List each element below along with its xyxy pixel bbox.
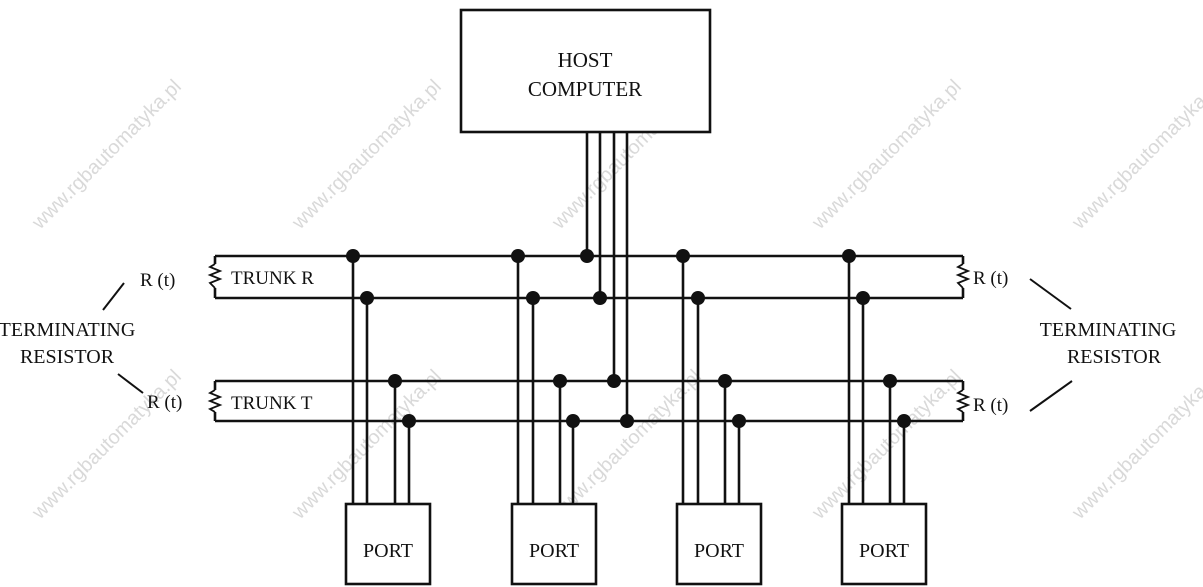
right-callout: TERMINATING RESISTOR xyxy=(1029,278,1177,412)
port-box xyxy=(840,502,928,586)
junction-dot xyxy=(593,291,607,305)
junction-dot xyxy=(842,249,856,263)
port-group-4: PORT xyxy=(840,256,928,586)
junction-dot xyxy=(897,414,911,428)
watermark: www.rgbautomatyka.pl xyxy=(1067,366,1203,525)
resistor-label-left-top: R (t) xyxy=(140,270,175,291)
junction-dot xyxy=(607,374,621,388)
trunk-t: TRUNK T xyxy=(207,379,971,423)
callout-leader xyxy=(102,282,125,311)
junction-dot xyxy=(566,414,580,428)
watermark: www.rgbautomatyka.pl xyxy=(1067,76,1203,235)
port-label: PORT xyxy=(529,540,579,562)
junction-dot xyxy=(402,414,416,428)
port-box xyxy=(675,502,763,586)
resistor-icon xyxy=(955,263,971,289)
watermark: www.rgbautomatyka.pl xyxy=(287,76,446,235)
terminating-resistor-label-line1: TERMINATING xyxy=(1040,319,1177,341)
port-box xyxy=(510,502,598,586)
port-group-1: PORT xyxy=(344,256,432,586)
host-label-line2: COMPUTER xyxy=(528,77,642,101)
left-callout: TERMINATING RESISTOR xyxy=(0,282,144,394)
port-group-2: PORT xyxy=(510,256,598,586)
resistor-icon xyxy=(207,263,223,289)
callout-leader xyxy=(117,373,144,394)
callout-leader xyxy=(1029,278,1072,310)
host-computer: HOST COMPUTER xyxy=(459,8,712,134)
watermark: www.rgbautomatyka.pl xyxy=(807,366,966,525)
resistor-labels: R (t) R (t) R (t) R (t) xyxy=(140,268,1008,416)
watermark: www.rgbautomatyka.pl xyxy=(27,366,186,525)
resistor-label-right-bottom: R (t) xyxy=(973,395,1008,416)
junction-dot xyxy=(856,291,870,305)
watermark: www.rgbautomatyka.pl xyxy=(27,76,186,235)
junction-dot xyxy=(620,414,634,428)
junction-dots xyxy=(346,249,911,428)
resistor-icon xyxy=(207,389,223,413)
junction-dot xyxy=(346,249,360,263)
port-label: PORT xyxy=(363,540,413,562)
junction-dot xyxy=(732,414,746,428)
port-label: PORT xyxy=(694,540,744,562)
port-group-3: PORT xyxy=(675,256,763,586)
terminating-resistor-label-line1: TERMINATING xyxy=(0,319,135,341)
host-label-line1: HOST xyxy=(558,48,613,72)
port-box xyxy=(344,502,432,586)
trunk-r-label: TRUNK R xyxy=(231,268,314,289)
junction-dot xyxy=(511,249,525,263)
resistor-label-right-top: R (t) xyxy=(973,268,1008,289)
resistor-icon xyxy=(955,389,971,413)
junction-dot xyxy=(883,374,897,388)
junction-dot xyxy=(580,249,594,263)
junction-dot xyxy=(388,374,402,388)
junction-dot xyxy=(360,291,374,305)
resistor-label-left-bottom: R (t) xyxy=(147,392,182,413)
junction-dot xyxy=(553,374,567,388)
junction-dot xyxy=(691,291,705,305)
terminating-resistor-label-line2: RESISTOR xyxy=(20,346,115,368)
terminating-resistor-label-line2: RESISTOR xyxy=(1067,346,1162,368)
port-label: PORT xyxy=(859,540,909,562)
host-computer-box xyxy=(459,8,712,134)
junction-dot xyxy=(676,249,690,263)
watermark: www.rgbautomatyka.pl xyxy=(807,76,966,235)
trunk-t-label: TRUNK T xyxy=(231,393,313,414)
junction-dot xyxy=(718,374,732,388)
junction-dot xyxy=(526,291,540,305)
callout-leader xyxy=(1029,380,1073,412)
